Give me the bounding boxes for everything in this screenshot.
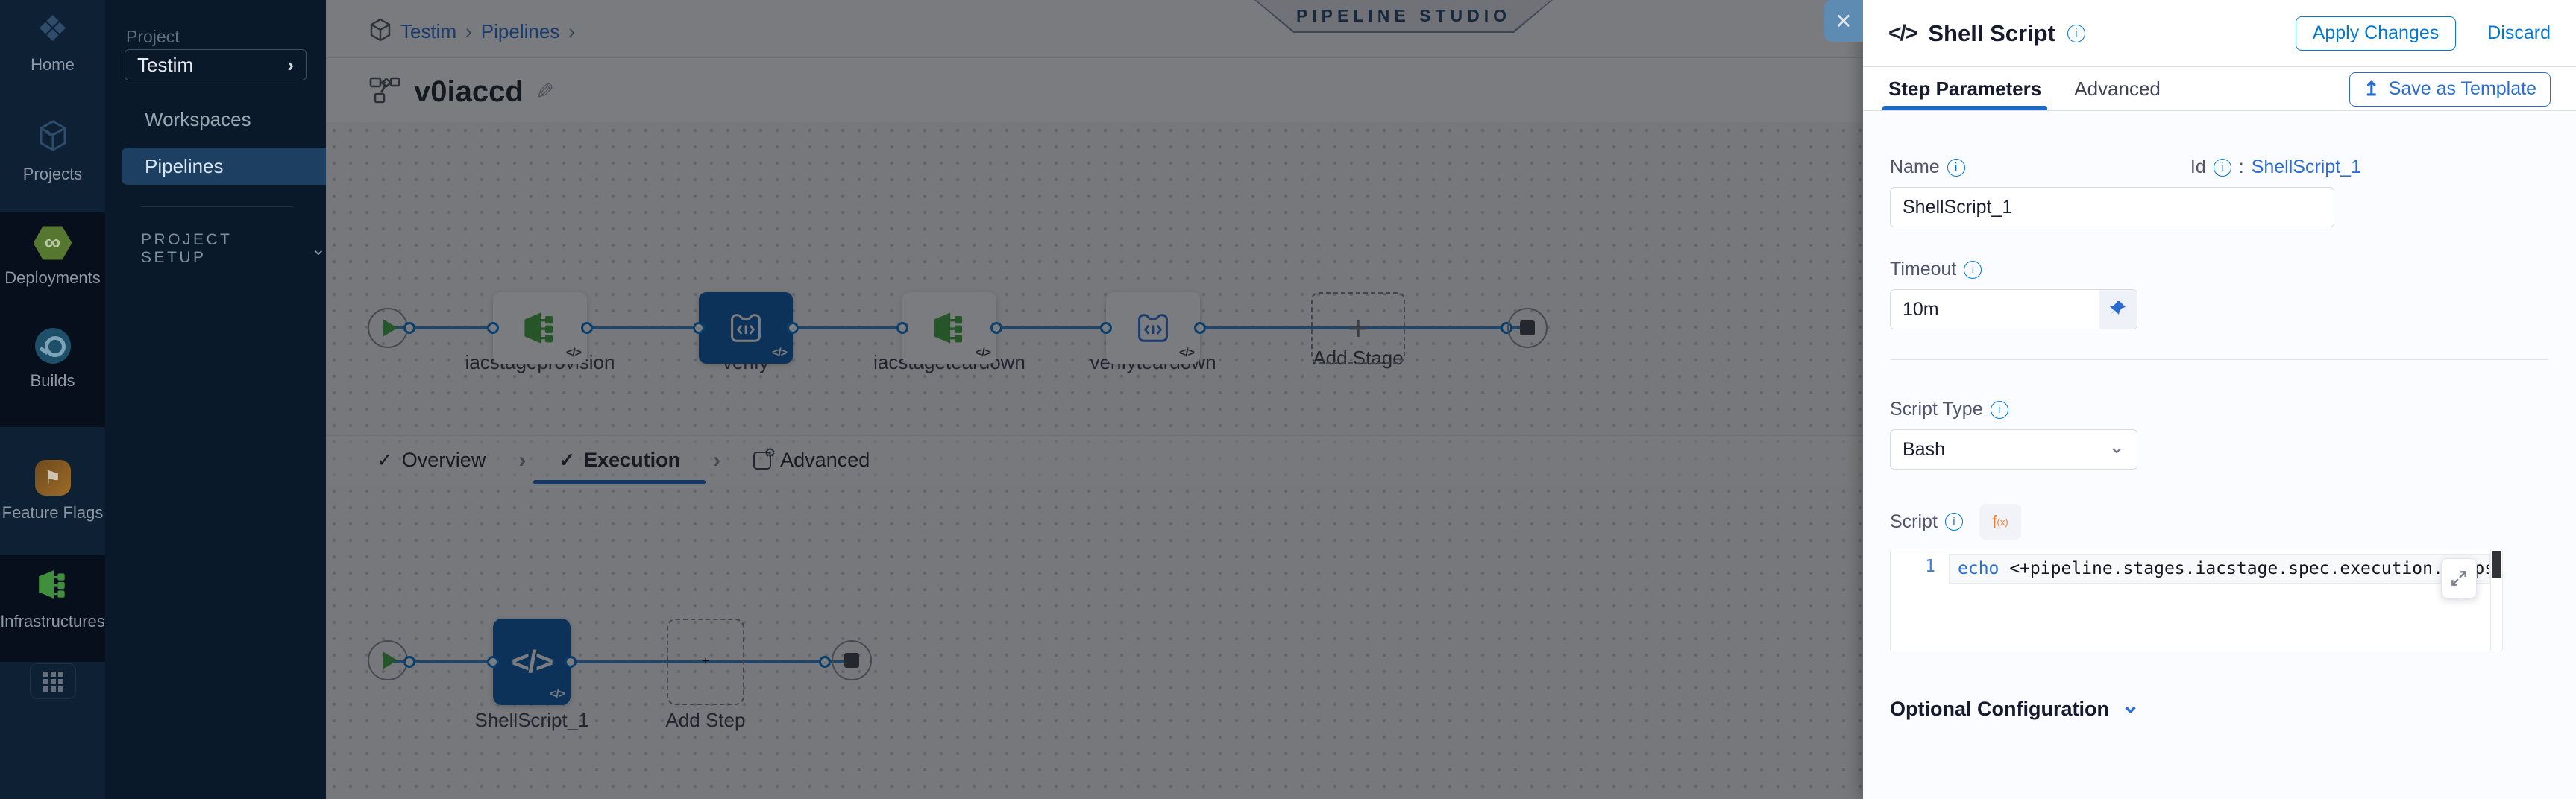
feature-flags-icon: ⚑ [34, 460, 71, 496]
sidebar-item-workspaces[interactable]: Workspaces [145, 108, 251, 130]
sidebar-item-pipelines[interactable]: Pipelines [122, 148, 326, 185]
apply-changes-button[interactable]: Apply Changes [2295, 16, 2457, 51]
builds-icon [34, 328, 71, 364]
expand-icon [2451, 571, 2466, 586]
divider [1890, 359, 2549, 360]
chevron-down-icon: ⌄ [310, 239, 326, 259]
save-as-template-button[interactable]: ↥ Save as Template [2349, 72, 2551, 107]
sidebar-item-infrastructures[interactable]: Infrastructures [0, 568, 105, 631]
timeout-input[interactable] [1891, 290, 2099, 329]
id-separator: : [2238, 157, 2244, 177]
panel-header: </> Shell Script i Apply Changes Discard [1863, 0, 2576, 67]
script-label: Script [1890, 511, 1938, 532]
sidebar-item-label: Pipelines [145, 154, 224, 177]
tab-step-parameters[interactable]: Step Parameters [1882, 68, 2048, 110]
optional-configuration-toggle[interactable]: Optional Configuration ⌄ [1890, 693, 2549, 721]
sidebar-item-feature-flags[interactable]: ⚑ Feature Flags [0, 460, 105, 522]
sidebar-item-label: Home [31, 55, 75, 74]
sidebar-item-home[interactable]: ❖ Home [0, 12, 105, 75]
chevron-down-icon: ⌄ [2108, 435, 2125, 458]
info-icon[interactable]: i [2067, 24, 2085, 42]
sidebar-item-projects[interactable]: Projects [0, 118, 105, 184]
sidebar-item-label: Deployments [4, 268, 101, 287]
sidebar-item-label: Builds [30, 371, 75, 390]
chevron-down-icon: ⌄ [2120, 693, 2140, 718]
info-icon[interactable]: i [1964, 260, 1982, 279]
apps-grid-button[interactable] [30, 663, 76, 699]
editor-code-line[interactable]: echo <+pipeline.stages.iacstage.spec.exe… [1958, 559, 2489, 578]
step-config-panel: </> Shell Script i Apply Changes Discard… [1863, 0, 2576, 799]
info-icon[interactable]: i [1947, 158, 1965, 177]
infrastructures-icon [36, 568, 70, 604]
project-setup-toggle[interactable]: PROJECT SETUP ⌄ [141, 231, 326, 267]
pin-icon [2110, 300, 2126, 315]
discard-button[interactable]: Discard [2487, 22, 2551, 43]
module-sidebar: ❖ Home Projects ∞ Deployments Builds ⚑ F… [0, 0, 105, 799]
code-text: <+pipeline.stages.iacstage.spec.executio… [2009, 559, 2489, 578]
id-label: Id [2190, 157, 2206, 177]
script-type-label-row: Script Type i [1890, 399, 2549, 420]
timeout-field [1890, 289, 2137, 329]
tab-step-advanced[interactable]: Advanced [2074, 78, 2161, 100]
name-input[interactable] [1890, 187, 2334, 227]
expression-fx-button[interactable]: f(x) [1979, 504, 2021, 540]
deployments-icon: ∞ [33, 226, 72, 260]
divider [141, 206, 293, 207]
sidebar-item-deployments[interactable]: ∞ Deployments [0, 225, 105, 288]
editor-scrollbar-track [2490, 549, 2491, 651]
drawer-backdrop[interactable] [326, 0, 1863, 799]
step-id-row: Id i : ShellScript_1 [2190, 157, 2361, 178]
timeout-label-row: Timeout i [1890, 259, 2549, 280]
pin-input-type-button[interactable] [2099, 290, 2137, 329]
save-as-template-label: Save as Template [2388, 78, 2536, 99]
script-label-row: Script i f(x) [1890, 504, 2549, 540]
code-keyword: echo [1958, 559, 1999, 578]
sidebar-item-label: Projects [22, 165, 83, 183]
name-label-row: Name i [1890, 157, 1965, 178]
editor-line-number: 1 [1925, 557, 1935, 576]
panel-tabs: Step Parameters Advanced ↥ Save as Templ… [1863, 68, 2576, 111]
info-icon[interactable]: i [2213, 158, 2231, 177]
upload-icon: ↥ [2363, 78, 2380, 100]
script-type-label: Script Type [1890, 399, 1983, 420]
close-icon: ✕ [1835, 9, 1853, 33]
project-selector[interactable]: Testim › [125, 49, 307, 80]
home-icon: ❖ [36, 10, 69, 49]
script-type-select[interactable]: Bash ⌄ [1890, 429, 2137, 470]
project-section-label: Project [126, 27, 180, 46]
close-drawer-button[interactable]: ✕ [1824, 0, 1863, 42]
script-code-editor[interactable]: 1 echo <+pipeline.stages.iacstage.spec.e… [1890, 549, 2503, 651]
step-parameters-form: Name i Id i : ShellScript_1 Timeout i [1863, 112, 2576, 799]
sidebar-item-label: Infrastructures [0, 612, 105, 631]
name-label: Name [1890, 157, 1940, 177]
step-id-value[interactable]: ShellScript_1 [2251, 157, 2361, 177]
editor-current-line [1949, 554, 2490, 584]
script-type-value: Bash [1903, 438, 1945, 460]
timeout-label: Timeout [1890, 259, 1957, 280]
project-setup-label: PROJECT SETUP [141, 231, 233, 266]
optional-configuration-label: Optional Configuration [1890, 698, 2109, 720]
shell-script-icon: </> [1888, 20, 1917, 45]
module-block-general [0, 0, 105, 212]
info-icon[interactable]: i [1944, 513, 1963, 531]
panel-title: Shell Script [1928, 19, 2055, 46]
apps-grid-icon [43, 671, 63, 692]
expand-editor-button[interactable] [2441, 558, 2477, 599]
project-sidebar: Project Testim › Workspaces Pipelines PR… [105, 0, 326, 799]
info-icon[interactable]: i [1990, 400, 2008, 419]
editor-scrollbar-thumb[interactable] [2492, 551, 2501, 578]
module-block-bottom [0, 662, 105, 799]
sidebar-item-builds[interactable]: Builds [0, 328, 105, 391]
project-name: Testim [137, 53, 194, 76]
cube-icon [35, 118, 71, 157]
chevron-right-icon: › [287, 53, 294, 76]
sidebar-item-label: Feature Flags [1, 503, 104, 522]
